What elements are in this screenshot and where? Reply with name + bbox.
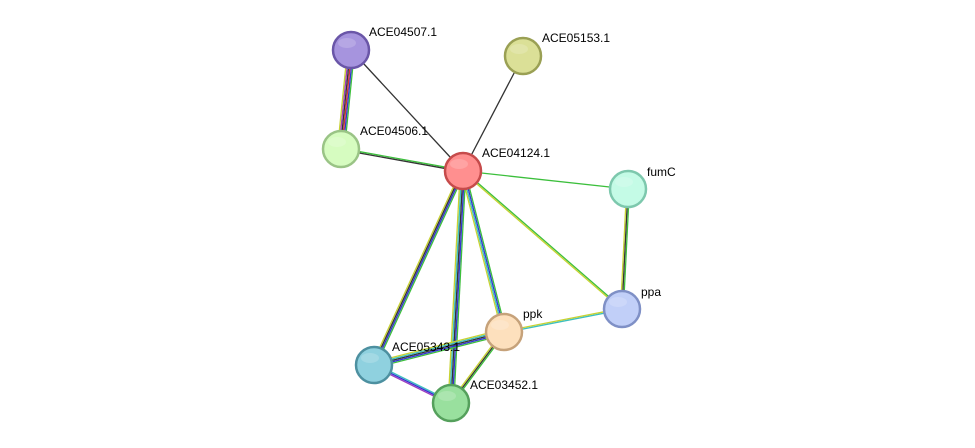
node-ace04507-1[interactable]: ACE04507.1 bbox=[331, 25, 437, 70]
edge-ace04124-1-ace04507-1[interactable] bbox=[350, 49, 464, 172]
edge-evidence-line bbox=[503, 307, 622, 332]
node-circle[interactable] bbox=[443, 151, 483, 191]
node-highlight bbox=[338, 38, 356, 48]
edge-evidence-line bbox=[453, 171, 467, 404]
edge-evidence-line bbox=[374, 171, 465, 366]
edge-evidence-line bbox=[463, 169, 623, 309]
node-highlight bbox=[609, 297, 627, 307]
node-ace04124-1[interactable]: ACE04124.1 bbox=[443, 146, 550, 191]
node-circle[interactable] bbox=[602, 289, 642, 329]
node-label: fumC bbox=[647, 165, 676, 179]
edge-evidence-line bbox=[371, 169, 462, 365]
edge-evidence-line bbox=[372, 170, 463, 365]
edge-evidence-line bbox=[341, 147, 464, 171]
edge-evidence-line bbox=[462, 170, 629, 190]
edge-evidence-line bbox=[619, 188, 628, 309]
edge-evidence-line bbox=[340, 149, 463, 173]
node-highlight bbox=[438, 391, 456, 401]
edge-evidence-line bbox=[373, 328, 504, 363]
node-circle[interactable] bbox=[331, 30, 371, 70]
edge-ace04124-1-ace03452-1[interactable] bbox=[447, 170, 467, 404]
node-highlight bbox=[615, 177, 633, 187]
edge-evidence-line bbox=[460, 171, 503, 333]
edge-evidence-line bbox=[461, 171, 504, 333]
node-label: ACE04507.1 bbox=[369, 25, 437, 39]
node-highlight bbox=[328, 137, 346, 147]
node-circle[interactable] bbox=[484, 312, 524, 352]
edge-evidence-line bbox=[350, 49, 464, 172]
edge-evidence-line bbox=[462, 55, 524, 172]
node-ppa[interactable]: ppa bbox=[602, 285, 661, 329]
node-label: ACE04506.1 bbox=[360, 124, 428, 138]
edge-evidence-line bbox=[447, 170, 461, 403]
edge-ace04124-1-ppk[interactable] bbox=[460, 170, 507, 333]
edge-evidence-line bbox=[622, 189, 631, 310]
node-fumc[interactable]: fumC bbox=[608, 165, 676, 209]
node-label: ACE05153.1 bbox=[542, 31, 610, 45]
node-ppk[interactable]: ppk bbox=[484, 307, 543, 352]
edge-evidence-line bbox=[373, 330, 504, 365]
edge-evidence-line bbox=[621, 188, 629, 310]
edge-evidence-line bbox=[450, 170, 464, 404]
edge-evidence-line bbox=[504, 309, 623, 334]
node-circle[interactable] bbox=[431, 383, 471, 423]
network-nodes: ACE04124.1 ACE04507.1 ACE05153.1ACE04506.1… bbox=[321, 25, 676, 423]
edge-evidence-line bbox=[374, 334, 505, 369]
edge-evidence-line bbox=[463, 170, 506, 332]
edge-ppa-ppk[interactable] bbox=[503, 307, 623, 334]
node-ace04506-1[interactable]: ACE04506.1 bbox=[321, 124, 428, 169]
node-circle[interactable] bbox=[321, 129, 361, 169]
edge-evidence-line bbox=[375, 171, 466, 367]
edge-ace04124-1-ace05153-1[interactable] bbox=[462, 55, 524, 172]
edge-fumc-ppa[interactable] bbox=[619, 188, 631, 310]
node-circle[interactable] bbox=[503, 36, 543, 76]
node-ace05153-1[interactable]: ACE05153.1 bbox=[503, 31, 610, 76]
edge-ace04124-1-fumc[interactable] bbox=[462, 170, 629, 190]
edge-evidence-line bbox=[373, 331, 505, 366]
node-label: ACE03452.1 bbox=[470, 378, 538, 392]
node-ace03452-1[interactable]: ACE03452.1 bbox=[431, 378, 538, 423]
edge-evidence-line bbox=[451, 171, 466, 404]
edge-ace04124-1-ppa[interactable] bbox=[462, 169, 623, 311]
node-label: ACE05343.1 bbox=[392, 340, 460, 354]
node-circle[interactable] bbox=[608, 169, 648, 209]
node-ace05343-1[interactable]: ACE05343.1 bbox=[354, 340, 460, 385]
node-highlight bbox=[491, 320, 509, 330]
node-highlight bbox=[361, 353, 379, 363]
node-label: ppk bbox=[523, 307, 543, 321]
edge-ace04124-1-ace05343-1[interactable] bbox=[371, 169, 466, 367]
edge-evidence-line bbox=[464, 170, 507, 332]
node-highlight bbox=[450, 159, 468, 169]
node-label: ppa bbox=[641, 285, 661, 299]
edge-ace04124-1-ace04506-1[interactable] bbox=[340, 147, 464, 173]
edge-evidence-line bbox=[448, 170, 463, 403]
edge-evidence-line bbox=[462, 171, 622, 311]
node-highlight bbox=[510, 44, 528, 54]
node-circle[interactable] bbox=[354, 345, 394, 385]
edge-ppk-ace05343-1[interactable] bbox=[373, 328, 505, 369]
node-label: ACE04124.1 bbox=[482, 146, 550, 160]
edge-evidence-line bbox=[374, 332, 505, 367]
